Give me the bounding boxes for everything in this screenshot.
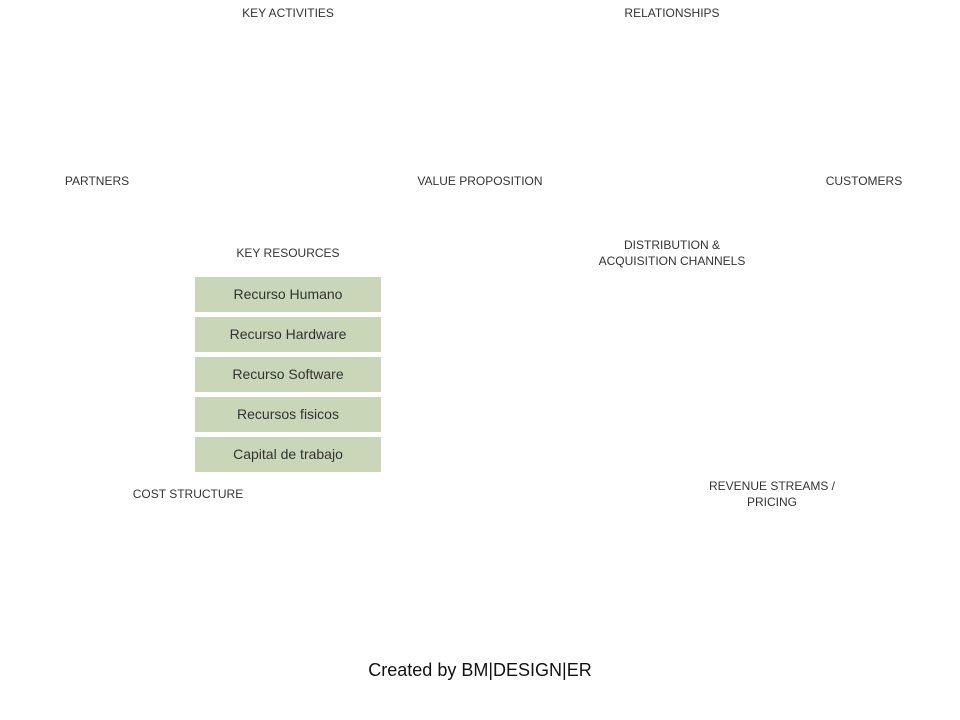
footer-credit: Created by BM|DESIGN|ER — [368, 660, 592, 680]
key-activities-label: KEY ACTIVITIES — [242, 6, 334, 20]
key-resources-label: KEY RESOURCES — [236, 246, 340, 260]
key-resources-list: Recurso Humano Recurso Hardware Recurso … — [195, 277, 381, 477]
revenue-label-line2: PRICING — [746, 495, 797, 509]
cost-structure-label: COST STRUCTURE — [132, 487, 244, 501]
resource-item[interactable]: Recursos fisicos — [195, 397, 381, 432]
revenue-label-line1: REVENUE STREAMS / — [708, 479, 836, 493]
distribution-channels-label: DISTRIBUTION & ACQUISITION CHANNELS — [572, 237, 772, 269]
customers-label: CUSTOMERS — [825, 174, 903, 188]
distribution-label-line2: ACQUISITION CHANNELS — [598, 254, 746, 268]
resource-item[interactable]: Recurso Humano — [195, 277, 381, 312]
resource-item[interactable]: Recurso Hardware — [195, 317, 381, 352]
resource-item[interactable]: Capital de trabajo — [195, 437, 381, 472]
distribution-label-line1: DISTRIBUTION & — [623, 238, 720, 252]
revenue-streams-label: REVENUE STREAMS / PRICING — [672, 478, 872, 510]
partners-label: PARTNERS — [64, 174, 130, 188]
relationships-label: RELATIONSHIPS — [624, 6, 720, 20]
resource-item[interactable]: Recurso Software — [195, 357, 381, 392]
value-proposition-label: VALUE PROPOSITION — [417, 174, 543, 188]
